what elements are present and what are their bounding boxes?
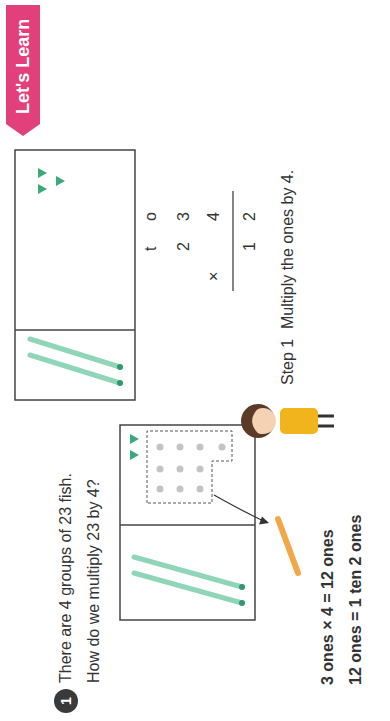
digit: 2: [174, 242, 193, 251]
stick-tip: [117, 364, 123, 370]
equation-text: 3 ones × 4 = 12 ones: [318, 529, 337, 685]
ten-rod: [278, 519, 298, 573]
step-label: Step 1: [278, 339, 297, 385]
tens-stick: [30, 339, 120, 367]
question-number: 1: [54, 689, 78, 713]
number-text: 1: [54, 689, 78, 713]
chart-frame: [120, 425, 255, 620]
banner-fill: [6, 5, 40, 136]
ones-fish: [56, 176, 65, 186]
digit: 4: [204, 212, 223, 221]
girl-figure: [241, 404, 334, 438]
ones-fish: [130, 434, 139, 444]
chart-divider: [15, 329, 135, 331]
body: [280, 408, 318, 434]
question-text: How do we multiply 23 by 4?: [84, 479, 103, 683]
ones-fish: [130, 450, 139, 460]
equation-text: 12 ones = 1 ten 2 ones: [346, 515, 365, 685]
regrouped-ones: [157, 444, 226, 493]
column-header: t: [141, 247, 160, 251]
digit: 1: [240, 242, 259, 251]
chart-divider: [120, 524, 255, 526]
arrow-head: [259, 516, 269, 524]
column-rule: [232, 191, 233, 291]
ones-fish: [38, 184, 47, 194]
face: [250, 408, 276, 434]
banner-title: Let's Learn: [6, 19, 40, 136]
stick-tip: [239, 600, 245, 606]
regroup-arrow: [214, 495, 266, 522]
digit: 2: [240, 212, 259, 221]
regroup-outline: [147, 431, 232, 503]
stick-tip: [117, 380, 123, 386]
column-header: o: [141, 212, 160, 221]
tens-stick: [134, 557, 242, 587]
operator: ×: [204, 272, 223, 281]
ones-fish: [38, 168, 47, 178]
chart-frame: [15, 150, 135, 400]
tens-stick: [30, 355, 120, 383]
leg: [318, 415, 334, 418]
digit: 3: [174, 212, 193, 221]
stick-tip: [239, 584, 245, 590]
question-text: There are 4 groups of 23 fish.: [56, 473, 75, 683]
place-value-chart-right: [15, 150, 135, 400]
step-instruction: Multiply the ones by 4.: [278, 170, 297, 329]
leg: [318, 425, 334, 428]
hair: [241, 404, 275, 438]
place-value-chart-left: [120, 425, 298, 620]
section-banner: Let's Learn: [6, 5, 40, 136]
fringe: [250, 408, 256, 434]
tens-stick: [134, 573, 242, 603]
